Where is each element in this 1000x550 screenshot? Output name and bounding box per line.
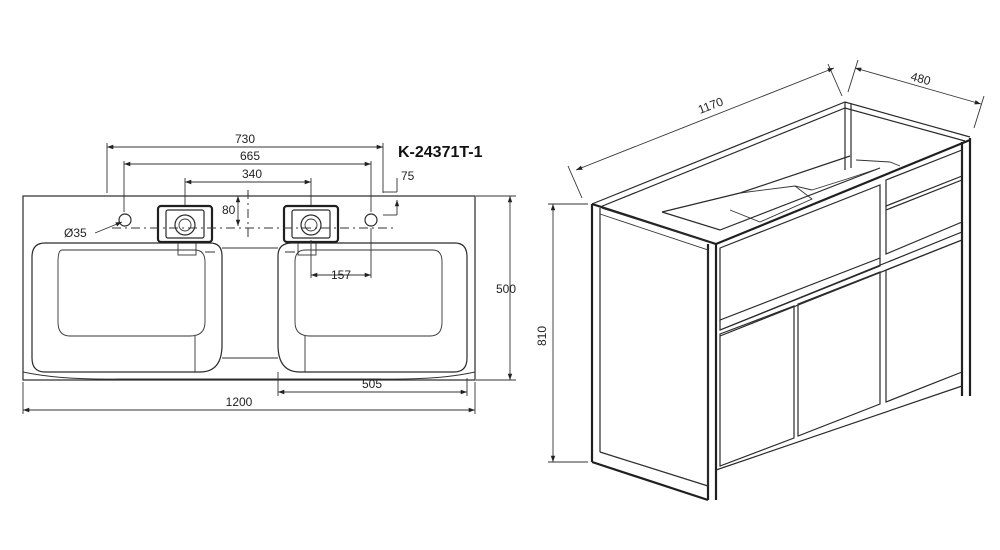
dim-505: 505 [362,377,382,391]
dim-500: 500 [496,282,516,296]
dim-75: 75 [401,169,415,183]
right-sink-bowl [277,242,468,373]
left-tap-hole [118,213,132,227]
isometric-view: 1170 480 810 [535,59,985,502]
dim-diameter: Ø35 [64,226,87,240]
side-drawers [885,149,963,255]
right-tap-hole [364,213,378,227]
dim-480: 480 [909,69,932,88]
basin-outline [22,195,476,381]
dim-665: 665 [240,149,260,163]
dim-1200: 1200 [226,395,253,409]
left-faucet [156,204,214,244]
top-view: 730 665 340 75 80 Ø35 157 500 [22,132,516,414]
cabinet-doors [719,231,963,467]
left-sink-bowl [31,242,223,373]
right-faucet [282,204,340,244]
dim-157: 157 [331,268,351,282]
dim-340: 340 [242,167,262,181]
dim-810: 810 [535,326,549,346]
dim-80: 80 [222,203,236,217]
dim-1170: 1170 [696,94,725,116]
dim-730: 730 [235,132,255,146]
model-code: K-24371T-1 [398,144,483,161]
upper-drawer [719,184,881,331]
